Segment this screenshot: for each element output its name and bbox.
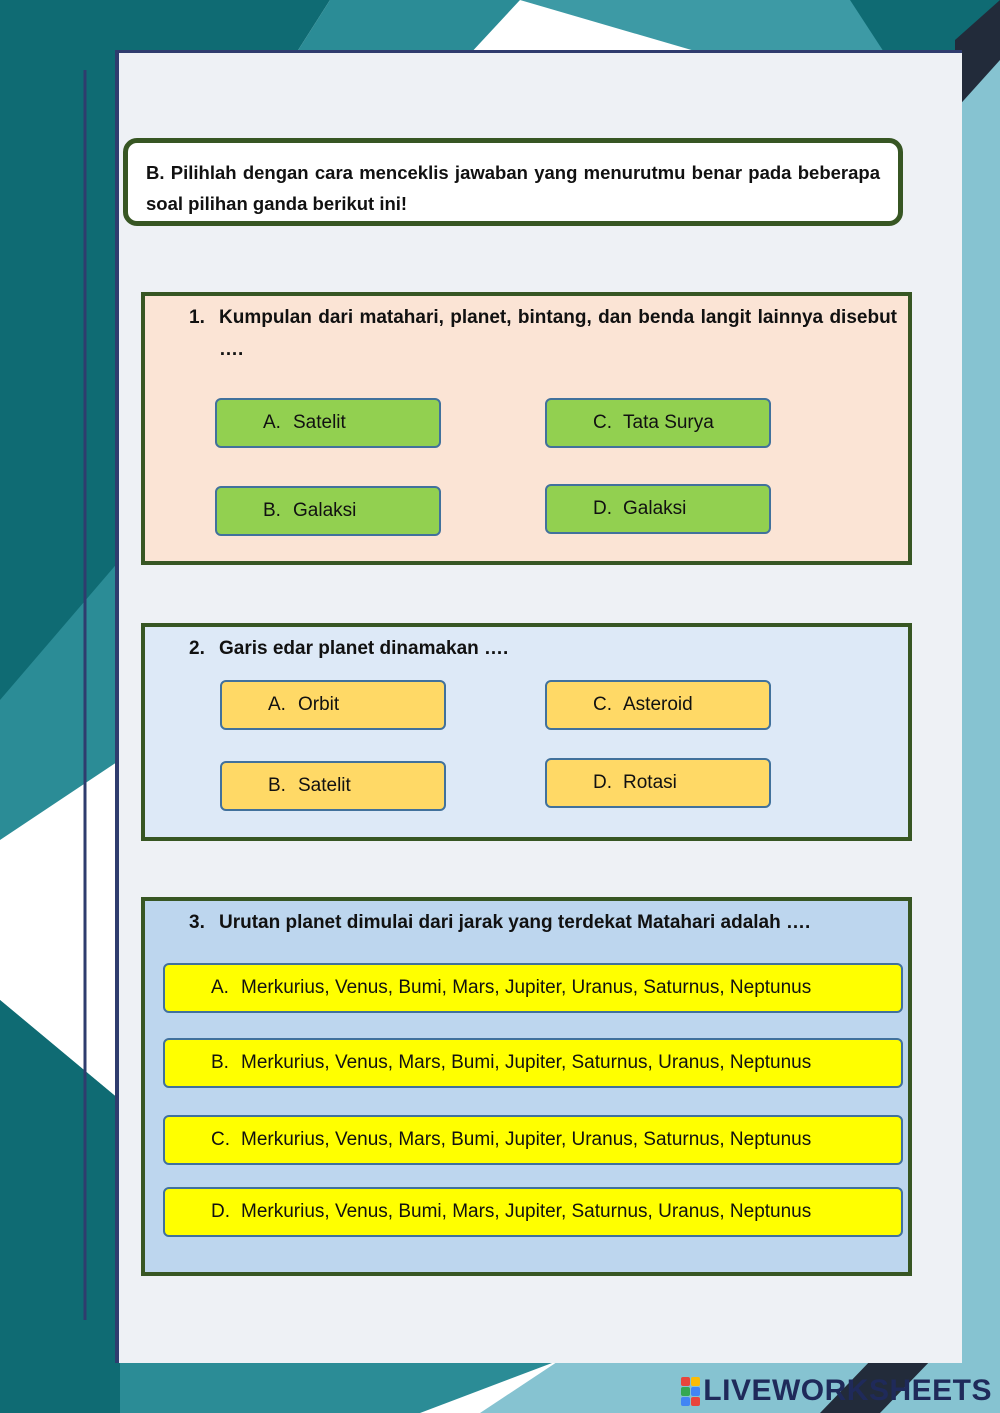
option-label: Galaksi	[623, 498, 687, 519]
option-3d[interactable]: D. Merkurius, Venus, Bumi, Mars, Jupiter,…	[163, 1187, 903, 1237]
option-label: Merkurius, Venus, Bumi, Mars, Jupiter, U…	[241, 977, 812, 998]
option-label: Merkurius, Venus, Bumi, Mars, Jupiter, S…	[241, 1201, 812, 1222]
question-body: Kumpulan dari matahari, planet, bintang,…	[219, 307, 897, 360]
option-letter: B.	[211, 1052, 229, 1073]
question-2-box: 2. Garis edar planet dinamakan …. A. Orbi…	[141, 623, 912, 841]
option-3b[interactable]: B. Merkurius, Venus, Mars, Bumi, Jupiter,…	[163, 1038, 903, 1088]
question-body: Urutan planet dimulai dari jarak yang te…	[219, 912, 811, 933]
option-1d[interactable]: D. Galaksi	[545, 484, 771, 534]
option-2b[interactable]: B. Satelit	[220, 761, 446, 811]
option-label: Merkurius, Venus, Mars, Bumi, Jupiter, S…	[241, 1052, 812, 1073]
question-1-box: 1. Kumpulan dari matahari, planet, binta…	[141, 292, 912, 565]
option-letter: C.	[211, 1129, 230, 1150]
question-1-text: 1. Kumpulan dari matahari, planet, binta…	[189, 302, 899, 372]
question-body: Garis edar planet dinamakan ….	[219, 638, 509, 659]
option-letter: C.	[593, 694, 612, 715]
option-3c[interactable]: C. Merkurius, Venus, Mars, Bumi, Jupiter,…	[163, 1115, 903, 1165]
liveworksheets-brand: LIVEWORKSHEETS	[703, 1374, 992, 1407]
option-letter: B.	[263, 500, 281, 521]
liveworksheets-logo-icon	[681, 1376, 701, 1406]
option-letter: A.	[263, 412, 281, 433]
option-letter: A.	[268, 694, 286, 715]
option-2a[interactable]: A. Orbit	[220, 680, 446, 730]
option-1a[interactable]: A. Satelit	[215, 398, 441, 448]
option-letter: D.	[593, 772, 612, 793]
option-label: Satelit	[298, 775, 351, 796]
option-3a[interactable]: A. Merkurius, Venus, Bumi, Mars, Jupiter,…	[163, 963, 903, 1013]
instruction-box: B. Pilihlah dengan cara menceklis jawaba…	[123, 138, 903, 226]
question-number: 1.	[189, 307, 205, 328]
question-3-box: 3. Urutan planet dimulai dari jarak yang…	[141, 897, 912, 1276]
question-2-text: 2. Garis edar planet dinamakan ….	[189, 633, 899, 667]
option-label: Asteroid	[623, 694, 693, 715]
option-label: Merkurius, Venus, Mars, Bumi, Jupiter, U…	[241, 1129, 812, 1150]
option-letter: C.	[593, 412, 612, 433]
option-1b[interactable]: B. Galaksi	[215, 486, 441, 536]
option-label: Satelit	[293, 412, 346, 433]
option-2c[interactable]: C. Asteroid	[545, 680, 771, 730]
option-label: Tata Surya	[623, 412, 714, 433]
option-letter: A.	[211, 977, 229, 998]
option-label: Rotasi	[623, 772, 677, 793]
option-label: Orbit	[298, 694, 340, 715]
option-letter: D.	[211, 1201, 230, 1222]
option-letter: B.	[268, 775, 286, 796]
question-number: 3.	[189, 912, 205, 933]
option-2d[interactable]: D. Rotasi	[545, 758, 771, 808]
liveworksheets-logo[interactable]: LIVEWORKSHEETS	[681, 1374, 992, 1408]
option-letter: D.	[593, 498, 612, 519]
instruction-text: B. Pilihlah dengan cara menceklis jawaba…	[146, 162, 880, 214]
option-1c[interactable]: C. Tata Surya	[545, 398, 771, 448]
question-number: 2.	[189, 638, 205, 659]
option-label: Galaksi	[293, 500, 357, 521]
question-3-text: 3. Urutan planet dimulai dari jarak yang…	[189, 907, 899, 941]
